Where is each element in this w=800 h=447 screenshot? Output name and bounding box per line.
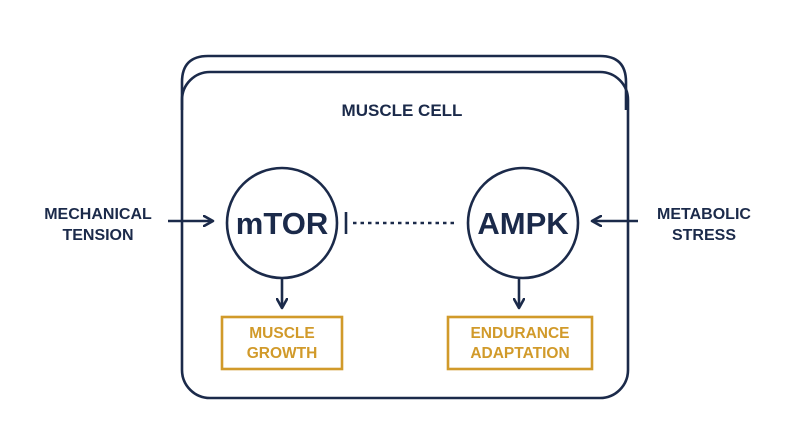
cell-membrane-inner (180, 70, 630, 400)
input-metabolic-stress-line2: STRESS (672, 227, 736, 244)
output-endurance-adaptation-box (446, 315, 594, 371)
ampk-label: AMPK (477, 206, 569, 241)
ampk-node (466, 166, 580, 280)
output-muscle-growth-line1: MUSCLE (249, 325, 314, 342)
cell-membrane-outer (180, 54, 628, 110)
output-muscle-growth-box (220, 315, 344, 371)
mtor-node (225, 166, 339, 280)
input-metabolic-stress-line1: METABOLIC (657, 206, 751, 223)
mtor-label: mTOR (236, 206, 328, 241)
cell-label: MUSCLE CELL (342, 101, 463, 120)
input-mechanical-tension-line2: TENSION (62, 227, 133, 244)
output-endurance-adaptation-line1: ENDURANCE (470, 325, 569, 342)
output-endurance-adaptation-line2: ADAPTATION (470, 345, 569, 362)
input-mechanical-tension-line1: MECHANICAL (44, 206, 152, 223)
output-muscle-growth-line2: GROWTH (247, 345, 318, 362)
